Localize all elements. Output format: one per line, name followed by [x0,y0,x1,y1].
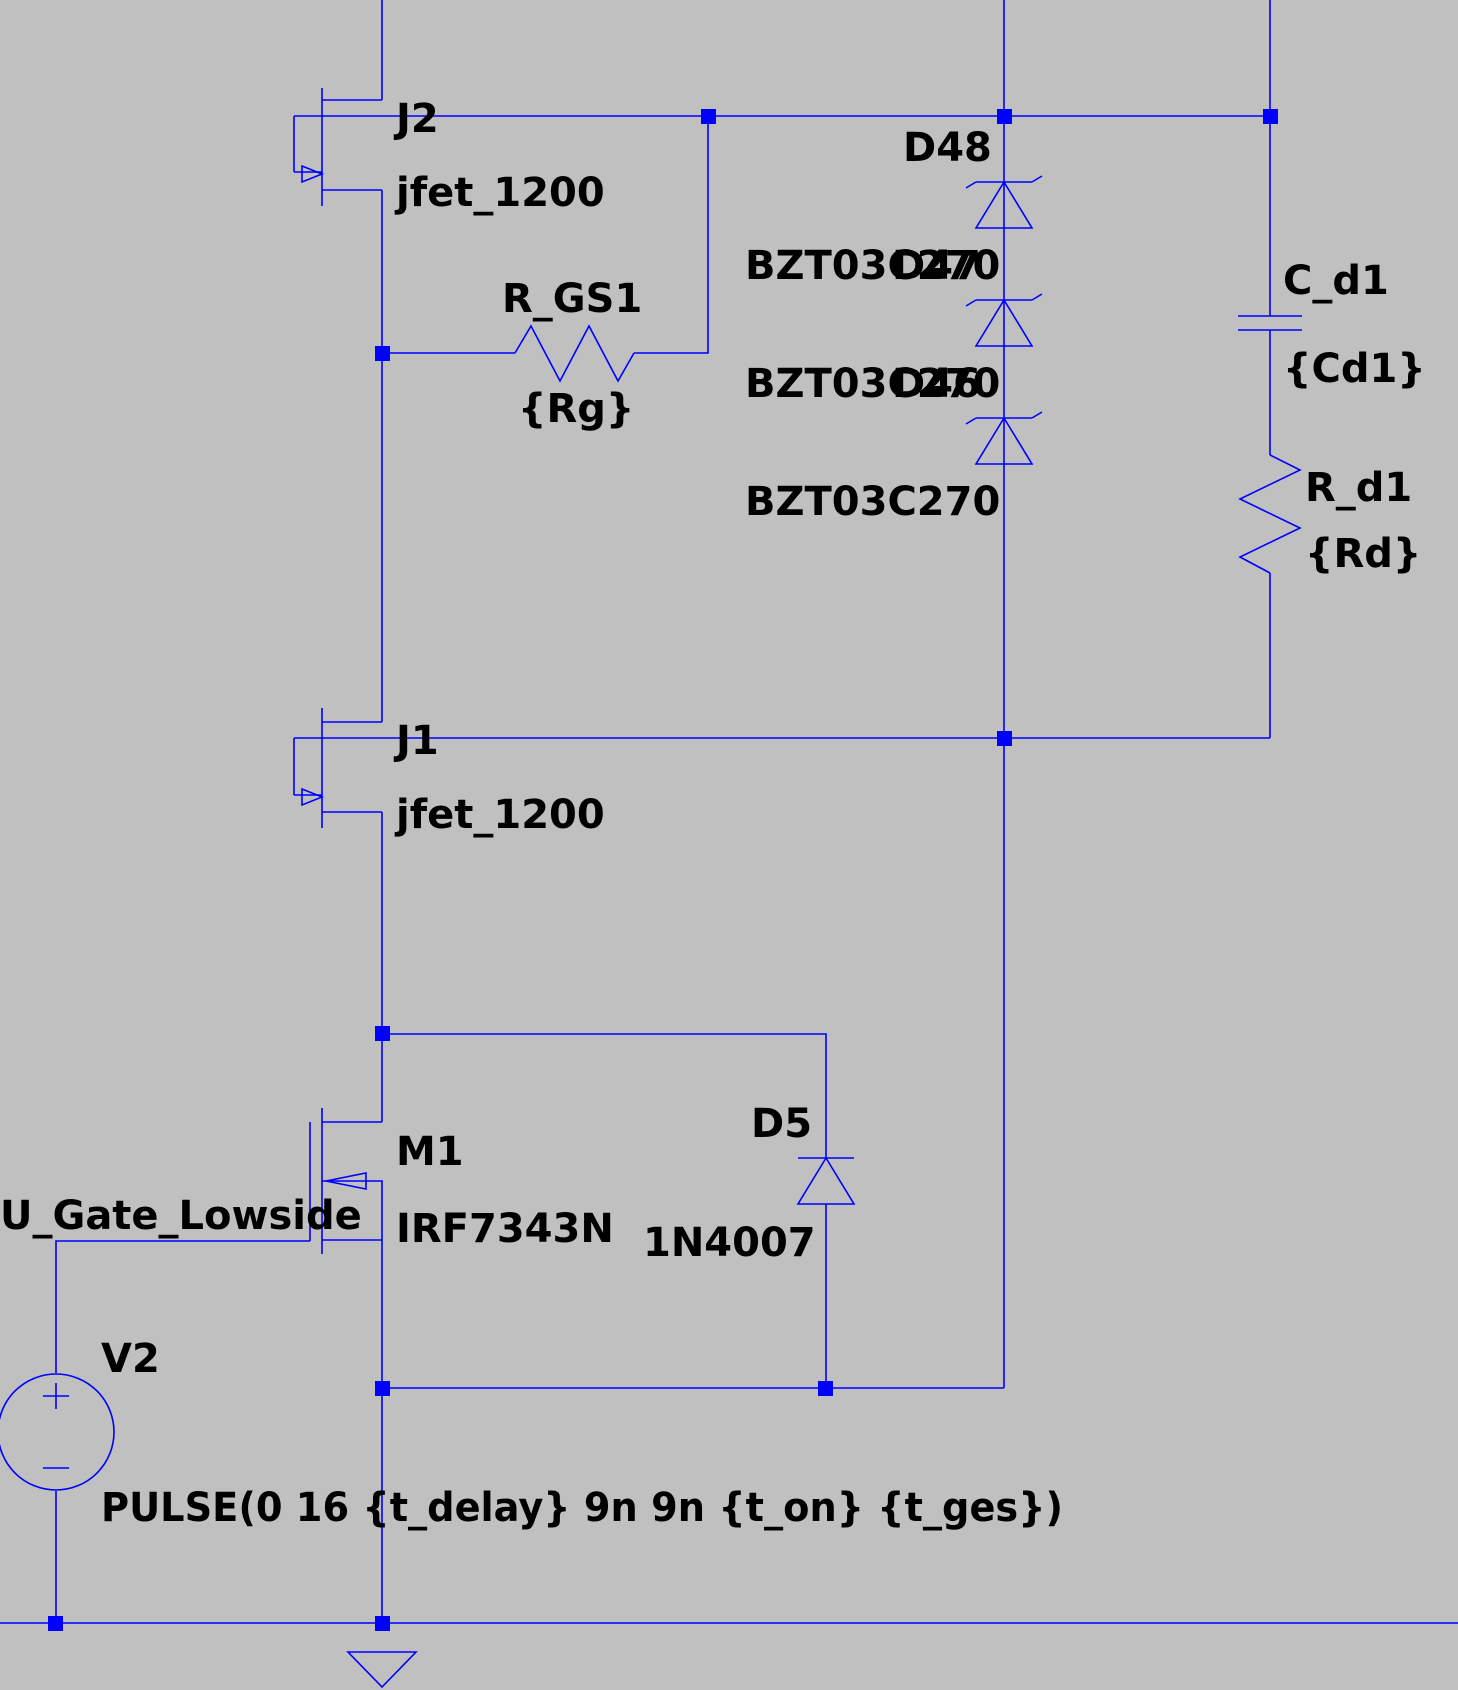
j1-model-label: jfet_1200 [394,792,605,838]
j2-ref-label: J2 [393,96,439,142]
cd1-value-label: {Cd1} [1283,346,1426,392]
junction-dot [375,1616,390,1631]
j1-ref-label: J1 [393,718,439,764]
mosfet-m1-symbol[interactable] [309,1108,383,1254]
rgs1-ref-label: R_GS1 [502,276,642,322]
d5-ref-label: D5 [751,1101,812,1147]
jfet-j2-symbol[interactable] [294,88,382,206]
zener-3-symbol [965,411,1043,465]
d47-overlap-ref-label: D47 [892,243,981,289]
d5-model-label: 1N4007 [643,1220,816,1266]
jfet-j1-symbol[interactable] [294,708,382,828]
wires [0,0,1458,1624]
j2-model-label: jfet_1200 [394,170,605,216]
zener-2-model-label: BZT03C270 [745,361,1000,407]
labels: J2 jfet_1200 R_GS1 {Rg} D48 D47 BZT03C27… [0,96,1426,1531]
junction-dot [997,109,1012,124]
ground-icon[interactable] [346,1651,418,1689]
rgs1-value-label: {Rg} [518,386,634,432]
wire-gate-drive[interactable] [55,1240,310,1373]
zener-3-model-label: BZT03C270 [745,479,1000,525]
junction-dot [701,109,716,124]
zener-1-symbol [965,175,1043,229]
m1-ref-label: M1 [396,1129,464,1175]
junction-dot [818,1381,833,1396]
junction-dot [997,731,1012,746]
junction-dot [375,1026,390,1041]
gate-net-label: U_Gate_Lowside [0,1193,362,1239]
wire-d5-top[interactable] [382,1033,827,1158]
resistor-rd1-symbol[interactable] [1238,454,1302,574]
d46-overlap-ref-label: D46 [892,361,981,407]
capacitor-cd1-symbol[interactable] [1238,315,1302,331]
d48-ref-label: D48 [903,125,992,171]
wire-rgs1-right[interactable] [634,116,709,354]
cd1-ref-label: C_d1 [1283,258,1389,304]
junction-dot [375,1381,390,1396]
zener-1-model-label: BZT03C270 [745,243,1000,289]
junction-dot [375,346,390,361]
rd1-ref-label: R_d1 [1305,465,1412,511]
resistor-rgs1-symbol[interactable] [514,324,635,383]
zener-2-symbol [965,293,1043,347]
junction-dot [1263,109,1278,124]
zener-stack-d48-symbol[interactable] [965,175,1043,465]
junction-dot [48,1616,63,1631]
junctions [48,109,1278,1631]
voltage-source-v2-symbol[interactable] [0,1373,115,1491]
m1-model-label: IRF7343N [396,1206,614,1252]
rd1-value-label: {Rd} [1305,531,1421,577]
diode-d5-symbol[interactable] [796,1156,856,1205]
v2-ref-label: V2 [101,1336,160,1382]
v2-value-label: PULSE(0 16 {t_delay} 9n 9n {t_on} {t_ges… [101,1485,1063,1531]
